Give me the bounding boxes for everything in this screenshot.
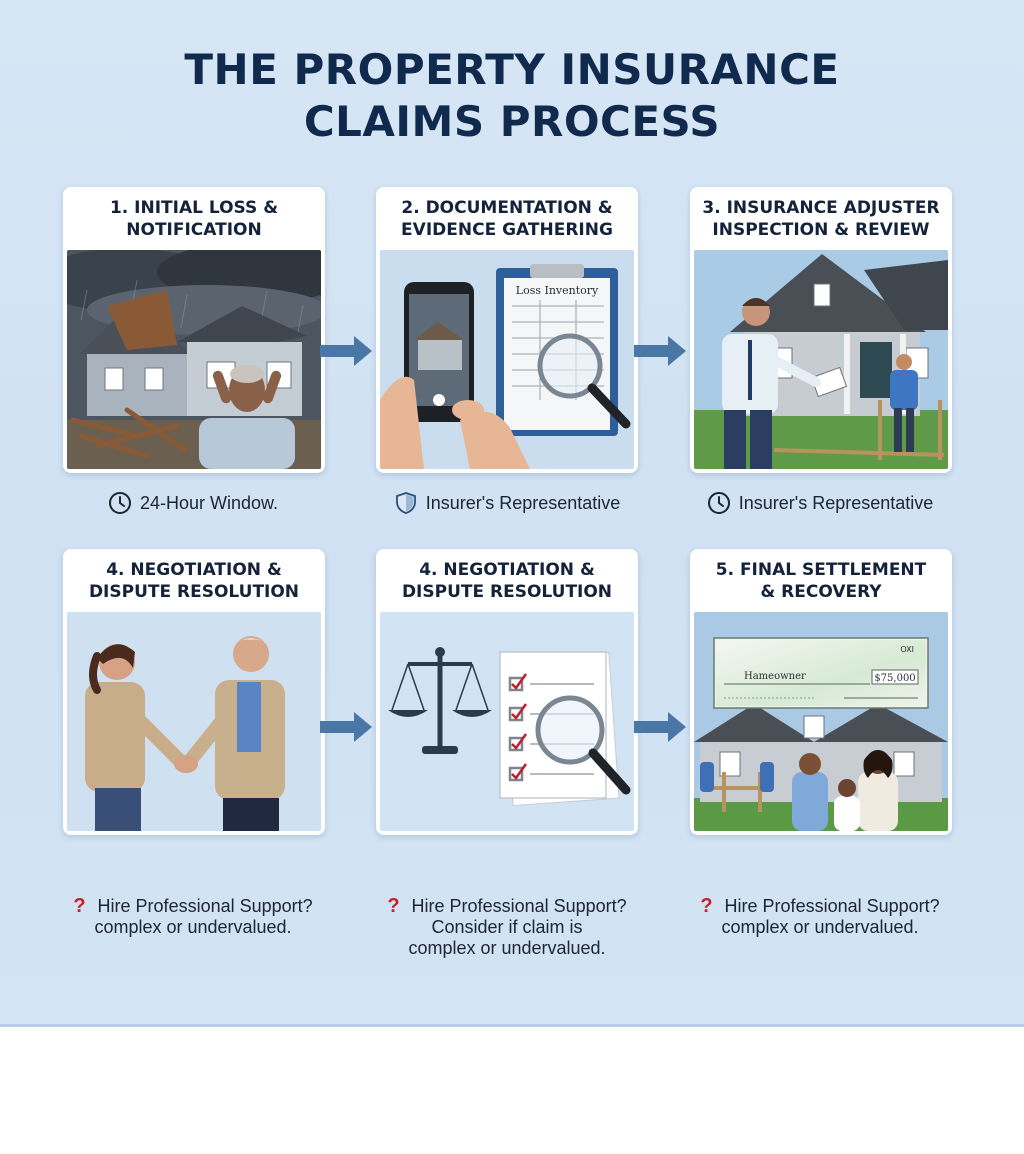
step-4b-title-line-1: 4. NEGOTIATION &	[419, 560, 595, 580]
step-card-4b: 4. NEGOTIATION & DISPUTE RESOLUTION	[376, 549, 638, 835]
question-icon: ?	[387, 895, 400, 917]
step-3-caption: Insurer's Representative	[670, 491, 970, 515]
step-2-title-line-2: EVIDENCE GATHERING	[401, 220, 613, 240]
step-4a-caption: ? Hire Professional Support? complex or …	[43, 896, 343, 938]
step-card-5: 5. FINAL SETTLEMENT & RECOVERY	[690, 549, 952, 835]
handshake-scene	[67, 612, 321, 831]
arrow-right-icon	[320, 712, 372, 742]
step-card-1: 1. INITIAL LOSS & NOTIFICATION	[63, 187, 325, 473]
check-corner-code: OXI	[900, 645, 914, 654]
adjuster-scene	[694, 250, 948, 469]
step-2-caption-text: Insurer's Representative	[425, 492, 621, 513]
settlement-scene: OXI Hameowner $75,000	[694, 612, 948, 831]
step-4b-title: 4. NEGOTIATION & DISPUTE RESOLUTION	[376, 549, 638, 613]
dispute-resolution-illustration	[380, 612, 634, 831]
clock-icon	[108, 492, 131, 514]
scales-checklist-scene	[380, 612, 634, 831]
step-1-title-line-2: NOTIFICATION	[126, 220, 262, 240]
step-1-caption: 24-Hour Window.	[43, 491, 343, 515]
page-title: THE PROPERTY INSURANCE CLAIMS PROCESS	[0, 44, 1024, 148]
step-4a-title-line-1: 4. NEGOTIATION &	[106, 560, 282, 580]
step-5-title-line-2: & RECOVERY	[760, 582, 882, 602]
step-4a-caption-line-2: complex or undervalued.	[94, 917, 292, 937]
step-5-title-line-1: 5. FINAL SETTLEMENT	[715, 560, 927, 580]
handshake-illustration	[67, 612, 321, 831]
step-3-caption-text: Insurer's Representative	[738, 492, 934, 513]
step-2-title: 2. DOCUMENTATION & EVIDENCE GATHERING	[376, 187, 638, 251]
question-icon: ?	[700, 895, 713, 917]
step-5-title: 5. FINAL SETTLEMENT & RECOVERY	[690, 549, 952, 613]
arrow-right-icon	[634, 712, 686, 742]
step-4b-caption-line-1: Hire Professional Support?	[411, 896, 627, 916]
infographic: THE PROPERTY INSURANCE CLAIMS PROCESS 1.…	[0, 0, 1024, 1027]
shield-icon	[395, 492, 416, 514]
arrow-right-icon	[634, 336, 686, 366]
final-settlement-illustration: OXI Hameowner $75,000	[694, 612, 948, 831]
step-3-title: 3. INSURANCE ADJUSTER INSPECTION & REVIE…	[690, 187, 952, 251]
storm-damaged-house-illustration	[67, 250, 321, 469]
step-card-3: 3. INSURANCE ADJUSTER INSPECTION & REVIE…	[690, 187, 952, 473]
step-4b-caption-line-2: Consider if claim is	[431, 917, 583, 937]
documentation-scene: Loss Inventory	[380, 250, 634, 469]
question-icon: ?	[73, 895, 86, 917]
step-card-2: 2. DOCUMENTATION & EVIDENCE GATHERING Lo…	[376, 187, 638, 473]
documentation-illustration: Loss Inventory	[380, 250, 634, 469]
step-3-title-line-1: 3. INSURANCE ADJUSTER	[702, 198, 940, 218]
step-1-title-line-1: 1. INITIAL LOSS &	[109, 198, 279, 218]
step-card-4a: 4. NEGOTIATION & DISPUTE RESOLUTION	[63, 549, 325, 835]
adjuster-inspection-illustration	[694, 250, 948, 469]
step-1-caption-text: 24-Hour Window.	[139, 492, 279, 513]
title-line-1: THE PROPERTY INSURANCE	[184, 45, 840, 94]
scales-of-justice-icon	[388, 647, 492, 754]
step-5-caption-line-1: Hire Professional Support?	[724, 896, 940, 916]
step-2-caption: Insurer's Representative	[357, 491, 657, 515]
step-4a-title-line-2: DISPUTE RESOLUTION	[88, 582, 300, 602]
step-4b-title-line-2: DISPUTE RESOLUTION	[401, 582, 613, 602]
title-line-2: CLAIMS PROCESS	[303, 97, 721, 146]
step-4b-caption: ? Hire Professional Support? Consider if…	[357, 896, 657, 959]
clock-icon	[707, 492, 730, 514]
step-4a-title: 4. NEGOTIATION & DISPUTE RESOLUTION	[63, 549, 325, 613]
storm-damage-scene	[67, 250, 321, 469]
step-4b-caption-line-3: complex or undervalued.	[408, 938, 606, 958]
step-4a-caption-line-1: Hire Professional Support?	[97, 896, 313, 916]
step-5-caption: ? Hire Professional Support? complex or …	[670, 896, 970, 938]
check-amount: $75,000	[874, 673, 915, 684]
step-1-title: 1. INITIAL LOSS & NOTIFICATION	[63, 187, 325, 251]
step-3-title-line-2: INSPECTION & REVIEW	[712, 220, 930, 240]
step-2-title-line-1: 2. DOCUMENTATION &	[401, 198, 613, 218]
step-5-caption-line-2: complex or undervalued.	[721, 917, 919, 937]
arrow-right-icon	[320, 336, 372, 366]
check-payee: Hameowner	[744, 671, 806, 682]
loss-inventory-label: Loss Inventory	[516, 284, 599, 297]
